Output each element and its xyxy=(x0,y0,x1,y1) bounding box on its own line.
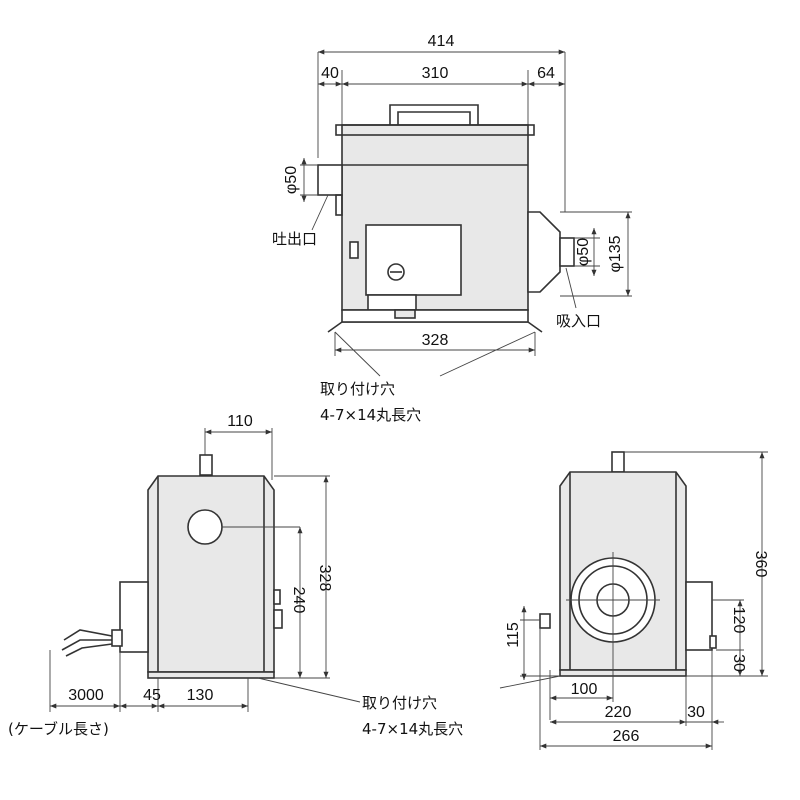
label-cable-length: (ケーブル長さ) xyxy=(8,720,109,738)
window-panel xyxy=(365,224,462,296)
control-box xyxy=(367,294,417,311)
top-pipe xyxy=(611,451,625,473)
side-body xyxy=(147,475,275,673)
right-view: 360 120 30 115 100 220 30 266 xyxy=(499,451,769,750)
dim-foot: 30 xyxy=(730,654,747,672)
label-outlet: 吐出口 xyxy=(272,230,317,248)
top-pipe xyxy=(199,454,213,476)
dim-base: 130 xyxy=(187,687,214,704)
inlet-pipe xyxy=(559,237,575,267)
dim-width-inner: 220 xyxy=(605,704,632,721)
dim-base: 328 xyxy=(422,332,449,349)
left-view: 110 240 328 3000 45 xyxy=(8,413,463,738)
cable-gland xyxy=(111,629,123,647)
dim-inlet-inner: φ50 xyxy=(575,238,592,266)
dim-inlet-outer: φ135 xyxy=(607,235,624,272)
dim-center-x: 100 xyxy=(571,681,598,698)
dim-offset: 45 xyxy=(143,687,161,704)
outlet-port xyxy=(187,509,223,545)
label-mount-2: 4-7×14丸長穴 xyxy=(362,720,463,738)
dim-height-inner: 240 xyxy=(290,587,307,614)
base-plate xyxy=(327,321,543,333)
side-box xyxy=(119,581,149,653)
outlet-pipe xyxy=(317,164,343,196)
leader-outlet xyxy=(311,194,329,231)
inlet-cone xyxy=(527,211,561,293)
side-latch xyxy=(349,241,359,259)
dim-right: 64 xyxy=(537,65,555,82)
dim-center: 120 xyxy=(730,607,747,634)
label-mount-1: 取り付け穴 xyxy=(320,380,395,398)
handle-inner xyxy=(397,111,471,125)
side-box xyxy=(685,581,713,651)
label-mount-1: 取り付け穴 xyxy=(362,694,437,712)
dim-right-offset: 30 xyxy=(687,704,705,721)
dim-height-outer: 328 xyxy=(316,565,333,592)
leader-inlet xyxy=(565,267,577,309)
dim-left: 40 xyxy=(321,65,339,82)
cable xyxy=(63,629,113,641)
dim-height: 360 xyxy=(752,551,769,578)
top-lid xyxy=(335,124,535,136)
dim-cable: 3000 xyxy=(68,687,104,704)
handle xyxy=(389,104,479,125)
dim-width-outer: 266 xyxy=(613,728,640,745)
label-inlet: 吸入口 xyxy=(556,312,601,330)
dim-outlet-dia: φ50 xyxy=(283,166,300,194)
dim-middle: 310 xyxy=(422,65,449,82)
dim-top: 110 xyxy=(227,413,253,430)
top-view: 414 40 310 64 φ50 吐出口 φ50 xyxy=(272,33,632,424)
dim-overall: 414 xyxy=(428,33,455,50)
leader-mount xyxy=(257,677,361,703)
dim-left-height: 115 xyxy=(505,622,522,648)
label-mount-2: 4-7×14丸長穴 xyxy=(320,406,421,424)
leader-mount xyxy=(334,331,381,377)
